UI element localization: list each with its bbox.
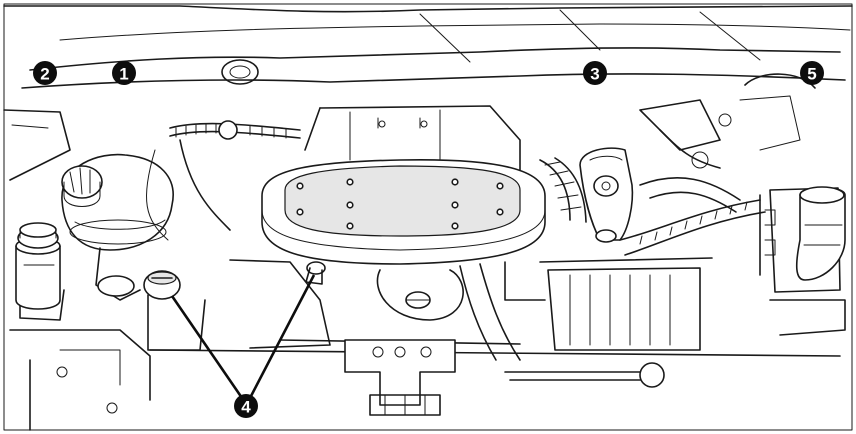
upper-right-components bbox=[639, 95, 801, 169]
left-fender-structure bbox=[3, 109, 151, 431]
callout-2-label: 2 bbox=[40, 65, 49, 84]
oil-dipstick bbox=[305, 261, 326, 285]
callout-1: 1 bbox=[112, 61, 136, 85]
intake-duct bbox=[759, 186, 846, 336]
callout-5: 5 bbox=[800, 61, 824, 85]
hood-latch bbox=[344, 339, 456, 416]
coolant-expansion-tank bbox=[61, 153, 174, 301]
oil-filler-cap bbox=[143, 270, 206, 351]
diagram-frame bbox=[3, 3, 853, 431]
callout-3-label: 3 bbox=[590, 65, 599, 84]
battery bbox=[504, 257, 713, 388]
air-filter-screws bbox=[296, 178, 504, 230]
wiring-harness bbox=[145, 120, 301, 241]
washer-fluid-reservoir bbox=[15, 222, 61, 310]
callout-4: 4 bbox=[234, 394, 258, 418]
callout-3: 3 bbox=[583, 61, 607, 85]
engine-block bbox=[149, 259, 841, 357]
callout-1-label: 1 bbox=[119, 65, 128, 84]
hood-cowl bbox=[3, 5, 853, 89]
air-filter-housing bbox=[261, 105, 546, 361]
brake-fluid-reservoir bbox=[579, 147, 634, 243]
callout-2: 2 bbox=[33, 61, 57, 85]
callout-4-label: 4 bbox=[241, 398, 251, 417]
callout-5-label: 5 bbox=[807, 65, 816, 84]
corrugated-hoses bbox=[539, 157, 766, 256]
callout-4-leaders bbox=[170, 274, 316, 399]
